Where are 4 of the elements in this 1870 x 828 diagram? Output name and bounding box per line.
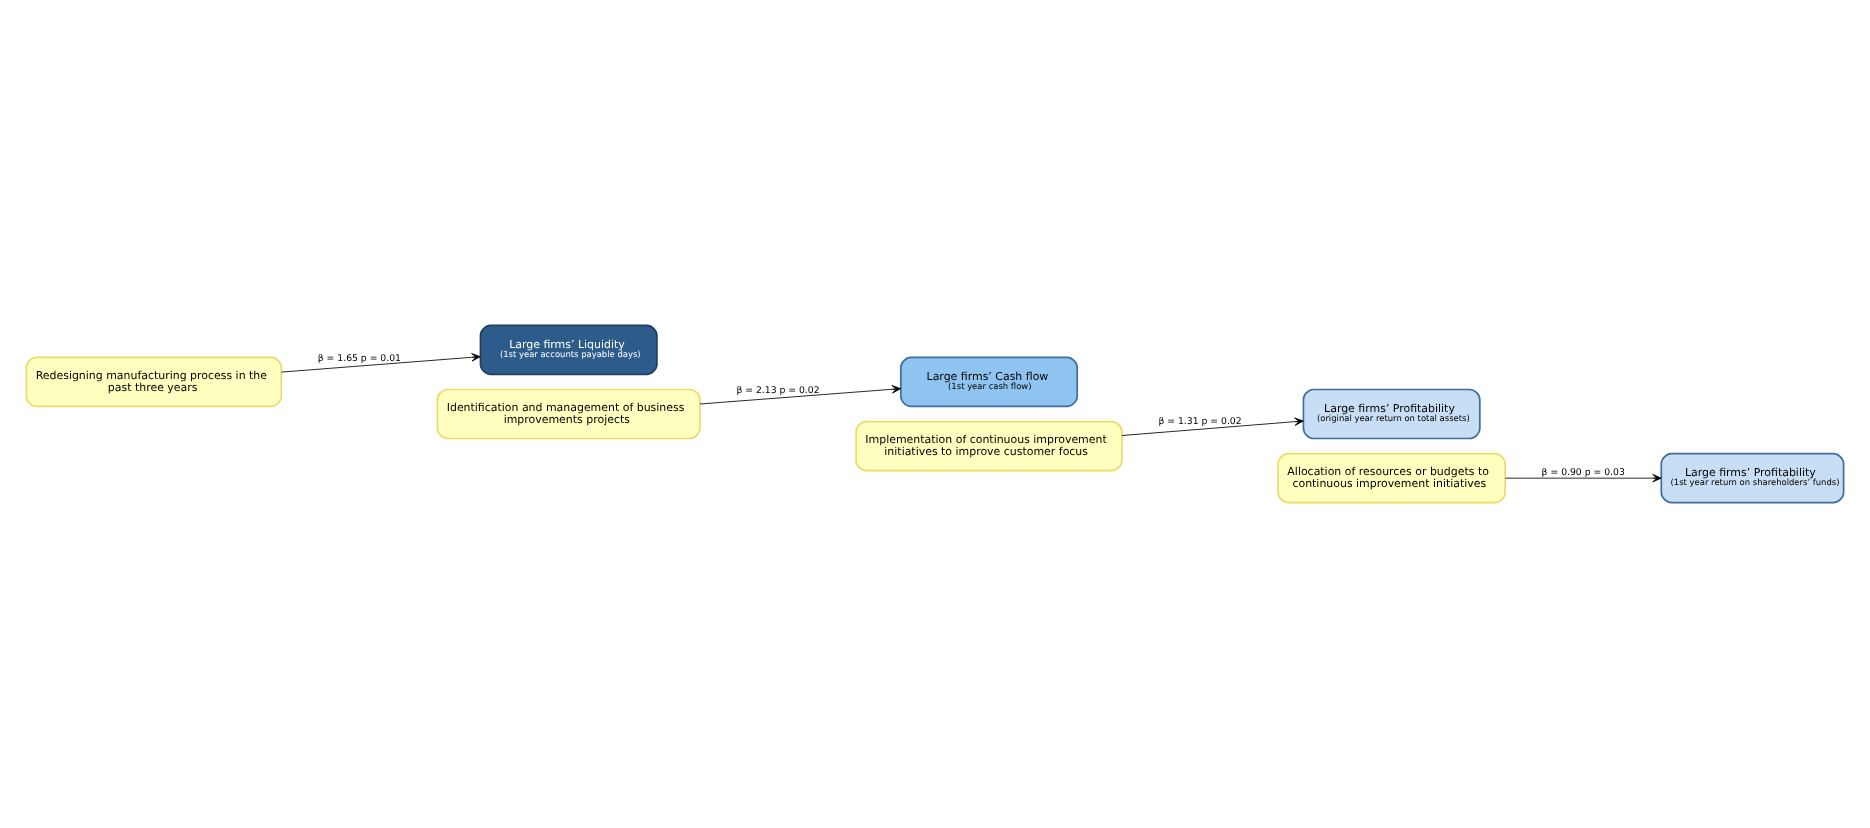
arrow <box>1121 417 1304 436</box>
arrow <box>1504 473 1662 483</box>
arrow <box>281 353 481 373</box>
arrow <box>699 385 901 405</box>
